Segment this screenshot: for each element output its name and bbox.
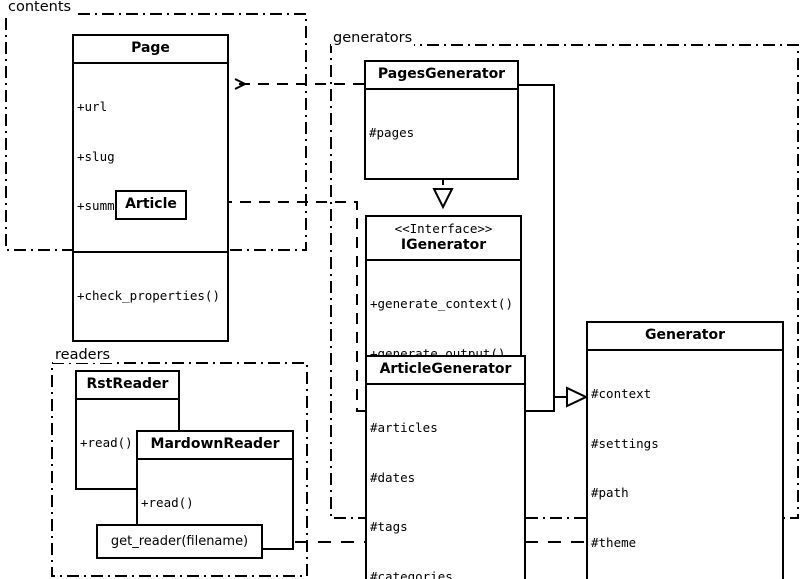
class-igenerator-title: IGenerator (400, 237, 487, 253)
class-igenerator-stereotype: <<Interface>> (394, 221, 493, 236)
attribute: #categories (370, 568, 453, 579)
operation: +check_properties() (77, 287, 220, 303)
class-pages-generator-name: PagesGenerator (377, 66, 506, 82)
attribute: #dates (370, 469, 416, 485)
class-pages-generator[interactable]: PagesGenerator #pages (364, 60, 519, 180)
edge-articlegenerator-inherits-generator (526, 386, 589, 412)
operation: +read() (141, 495, 194, 510)
package-label-generators: generators (331, 30, 415, 46)
class-generator-name: Generator (644, 327, 725, 343)
attribute: #path (591, 485, 629, 500)
class-igenerator-name: <<Interface>> IGenerator (367, 217, 520, 259)
class-article-name: Article (125, 196, 177, 212)
edge-pagesgenerator-inherits-generator (519, 84, 567, 398)
class-generator[interactable]: Generator #context #settings #path #them… (586, 321, 784, 579)
attribute: #pages (369, 125, 415, 140)
class-article-generator[interactable]: ArticleGenerator #articles #dates #tags … (365, 355, 526, 579)
operation: +generate_context() (370, 296, 513, 311)
class-page-operations: +check_properties() (74, 250, 227, 341)
class-page-name: Page (131, 40, 170, 56)
function-node-get-reader-label: get_reader(filename) (110, 534, 249, 549)
attribute: +url (77, 99, 108, 114)
class-pages-generator-attributes: #pages (366, 88, 517, 178)
attribute: #tags (370, 519, 408, 534)
package-label-readers: readers (53, 347, 113, 363)
function-node-get-reader[interactable]: get_reader(filename) (96, 524, 263, 559)
class-generator-attributes: #context #settings #path #theme #output_… (588, 349, 782, 579)
attribute: +slug (77, 148, 115, 164)
class-rst-reader-name: RstReader (86, 376, 169, 392)
class-article[interactable]: Article (115, 190, 187, 220)
package-label-contents: contents (6, 0, 74, 15)
attribute: #settings (591, 435, 659, 451)
attribute: #articles (370, 420, 438, 435)
attribute: #theme (591, 534, 637, 550)
attribute: #context (591, 386, 652, 401)
class-article-generator-name: ArticleGenerator (379, 361, 512, 377)
class-mardown-reader-name: MardownReader (150, 436, 280, 452)
class-page[interactable]: Page +url +slug +summary +check_properti… (72, 34, 229, 342)
class-article-generator-attributes: #articles #dates #tags #categories (367, 383, 524, 579)
class-page-attributes: +url +slug +summary (74, 62, 227, 251)
